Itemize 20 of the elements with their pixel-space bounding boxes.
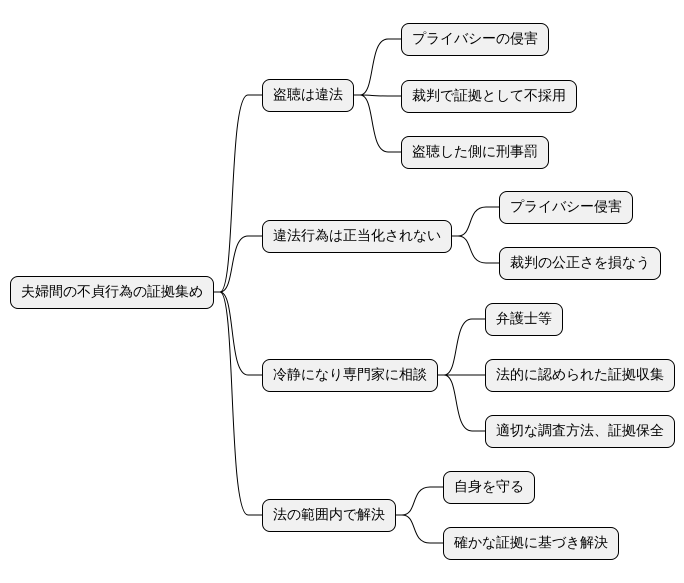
- topic-box: 盗聴した側に刑事罰: [401, 136, 549, 168]
- connector-line: [396, 514, 444, 544]
- topic-box: 違法行為は正当化されない: [262, 220, 452, 252]
- topic-box: 適切な調査方法、証拠保全: [485, 414, 675, 448]
- connector-line: [214, 292, 262, 516]
- topic-box: 盗聴は違法: [262, 78, 354, 112]
- connector-line: [438, 374, 486, 432]
- topic-box: 裁判の公正さを損なう: [499, 246, 661, 280]
- connector-line: [452, 236, 500, 264]
- topic-box: 確かな証拠に基づき解決: [443, 526, 619, 560]
- connector-line: [354, 94, 402, 152]
- topic-box: 夫婦間の不貞行為の証拠集め: [10, 276, 214, 308]
- topic-box: 裁判で証拠として不採用: [401, 80, 577, 112]
- topic-box: 自身を守る: [443, 470, 535, 504]
- topic-box: 弁護士等: [485, 302, 563, 336]
- topic-box: プライバシー侵害: [499, 190, 633, 224]
- topic-box: 法的に認められた証拠収集: [485, 358, 675, 392]
- topic-box: 法の範囲内で解決: [262, 498, 396, 532]
- topic-box: 冷静になり専門家に相談: [262, 358, 438, 392]
- topic-box: プライバシーの侵害: [401, 22, 549, 56]
